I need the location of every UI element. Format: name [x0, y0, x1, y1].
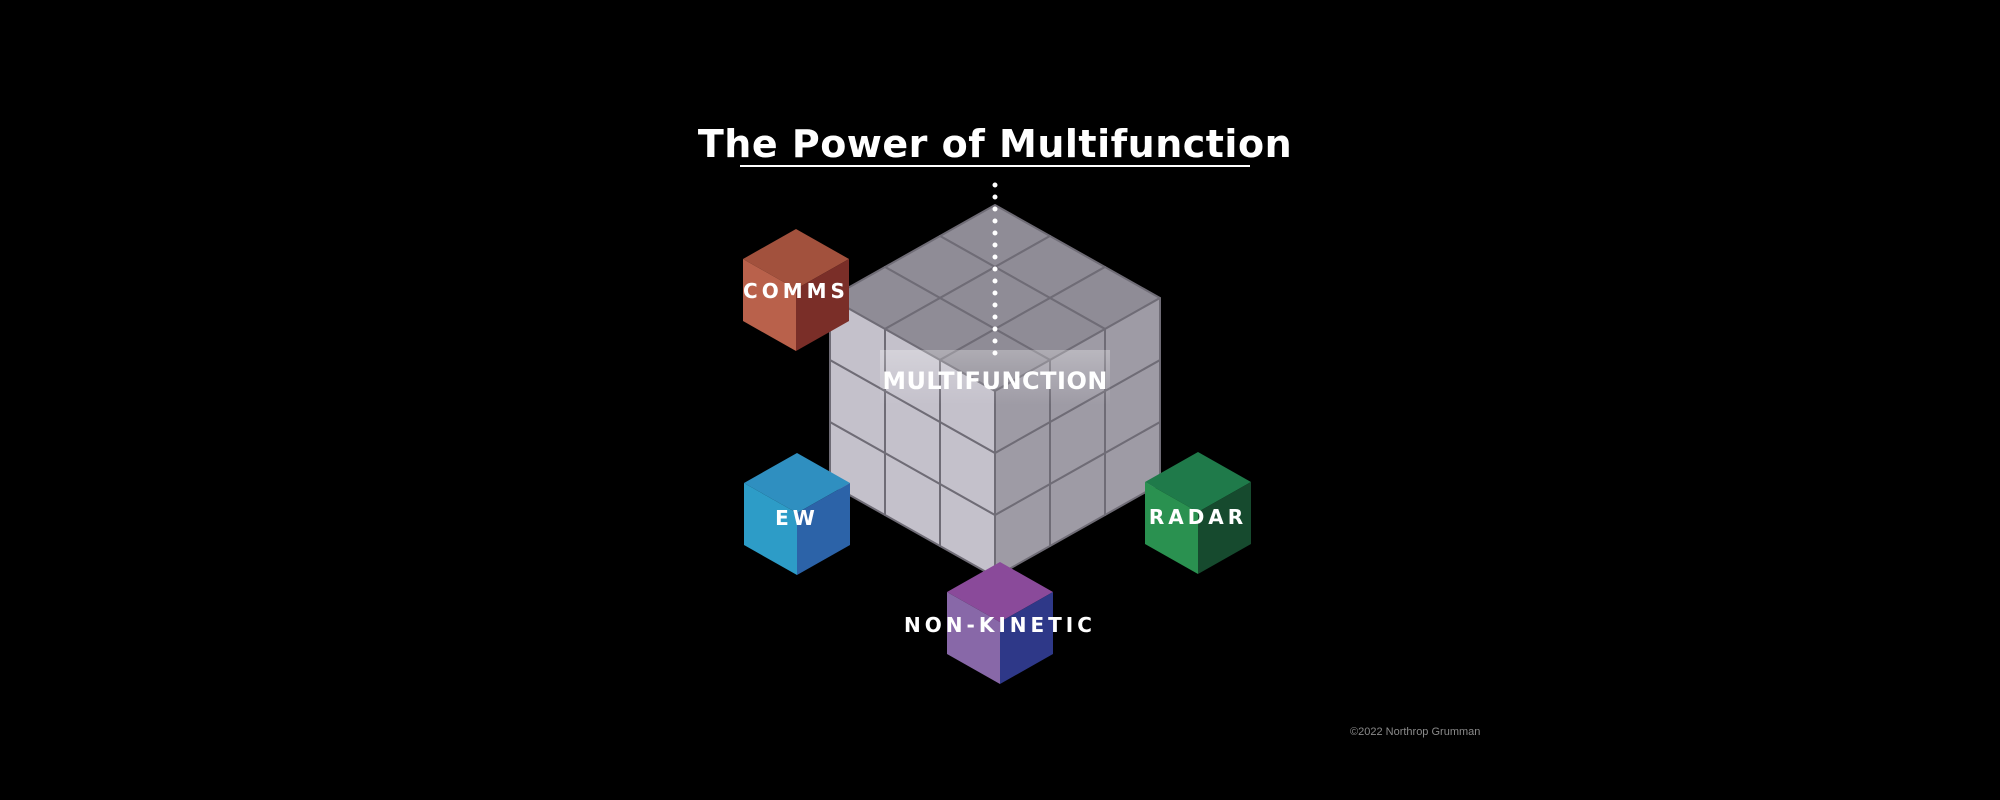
function-cube-comms [743, 229, 849, 351]
cube-comms-right-face [796, 259, 849, 351]
function-cube-ew [744, 453, 850, 575]
copyright-text: ©2022 Northrop Grumman [1350, 726, 1480, 738]
center-label-glow [880, 350, 1110, 405]
function-label-radar: RADAR [1149, 505, 1247, 529]
function-label-ew: EW [775, 506, 819, 530]
page-title: The Power of Multifunction [698, 122, 1292, 166]
cube-nonkinetic-right-face [1000, 592, 1053, 684]
center-label: MULTIFUNCTION [882, 367, 1108, 395]
cube-nonkinetic-left-face [947, 592, 1000, 684]
function-label-comms: COMMS [743, 279, 849, 303]
function-cube-non-kinetic [947, 562, 1053, 684]
function-cube-radar [1145, 452, 1251, 574]
function-label-non-kinetic: NON-KINETIC [904, 613, 1096, 637]
cube-ew-right-face [797, 483, 850, 575]
cube-radar-right-face [1198, 482, 1251, 574]
cube-comms-left-face [743, 259, 796, 351]
cube-ew-left-face [744, 483, 797, 575]
cube-radar-left-face [1145, 482, 1198, 574]
